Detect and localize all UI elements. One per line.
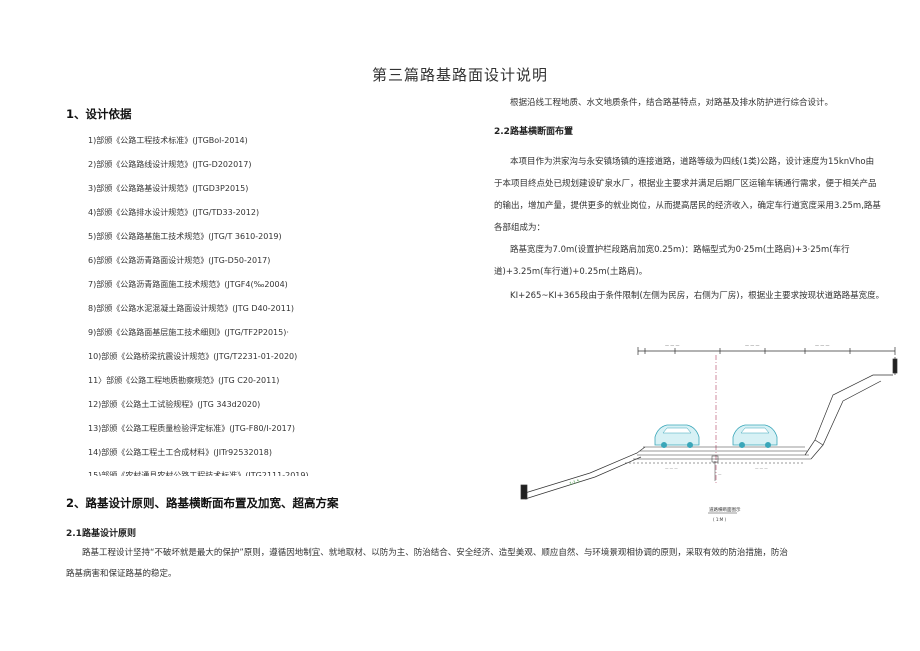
- reference-item-clipped: 15)部颁《农村通县农村公路工程技术标准》(JTG2111-2019): [88, 471, 309, 476]
- drainage-intro: 根据沿线工程地质、水文地质条件，结合路基特点，对路基及排水防护进行综合设计。: [510, 98, 834, 108]
- svg-text:—: —: [718, 472, 722, 476]
- reference-item: 6)部颁《公路沥青路面设计规范》(JTG-D50-2017): [88, 256, 271, 265]
- svg-text:— — —: — — —: [745, 343, 760, 348]
- section22-paragraph-line4: 各部组成为：: [494, 223, 546, 233]
- width-paragraph-line1: 路基宽度为7.0m(设置护栏段路肩加宽0.25m)：路幅型式为0·25m(土路肩…: [510, 245, 850, 255]
- svg-text:1:1.5: 1:1.5: [569, 478, 581, 486]
- reference-item: 10)部颁《公路桥梁抗震设计规范》(JTG/T2231-01-2020): [88, 352, 298, 361]
- road-cross-section-figure: — — — — — — — — — 1:1.5: [520, 343, 898, 522]
- reference-item: 13)部颁《公路工程质量检验评定标准》(JTG-F80/I-2017): [88, 424, 295, 433]
- document-title: 第三篇路基路面设计说明: [371, 66, 548, 84]
- section1-heading: 1、设计依据: [66, 107, 132, 121]
- section22-heading: 2.2路基横断面布置: [494, 127, 573, 137]
- svg-text:— — —: — — —: [665, 343, 680, 348]
- section22-paragraph-line3: 的输出，增加产量，提供更多的就业岗位，从而提高居民的经济收入，确定车行道宽度采用…: [494, 201, 881, 211]
- reference-item: 3)部颁《公路路基设计规范》(JTGD3P2015): [88, 184, 249, 193]
- vehicle-left-icon: [654, 424, 700, 448]
- svg-text:— — —: — — —: [815, 343, 830, 348]
- reference-item: 12)部颁《公路土工试验规程》(JTG 343d2020): [88, 400, 261, 409]
- vehicle-right-icon: [732, 424, 778, 448]
- ki-segment-paragraph: KI+265~KI+365段由于条件限制(左侧为民房，右侧为厂房)，根据业主要求…: [510, 291, 885, 301]
- section22-paragraph-line1: 本项目作为洪家沟与永安镇场镇的连接道路，道路等级为四线(1类)公路，设计速度为1…: [510, 157, 875, 167]
- reference-item: 4)部颁《公路排水设计规范》(JTG/TD33-2012): [88, 208, 260, 217]
- reference-item: 8)部颁《公路水泥混凝土路面设计规范》(JTG D40-2011): [88, 304, 295, 313]
- section2-heading: 2、路基设计原则、路基横断面布置及加宽、超高方案: [66, 496, 339, 510]
- svg-text:— — —: — — —: [755, 466, 768, 470]
- reference-item: 9)部颁《公路路面基层施工技术细则》(JTG/TF2P2015)·: [88, 328, 289, 337]
- reference-item: 11〉部颁《公路工程地质勘察规范》(JTG C20-2011): [88, 376, 280, 385]
- section21-heading: 2.1路基设计原则: [66, 529, 136, 539]
- reference-item: 14)部颁《公路工程土工合成材料》(JITr92532018): [88, 448, 272, 457]
- figure-caption-line1: 道路横断面图示: [709, 506, 741, 513]
- reference-item: 7)部颁《公路沥青路面施工技术规范》(JTGF4(‰2004): [88, 280, 288, 289]
- width-paragraph-line2: 道)+3.25m(车行道)+0.25m(土路肩)。: [494, 267, 648, 277]
- svg-text:— — —: — — —: [665, 466, 678, 470]
- reference-item: 1)部颁《公路工程技术标准》(JTGBol-2014): [88, 136, 248, 145]
- section21-paragraph-line1: 路基工程设计坚持“不破坏就是最大的保护”原则，遵循因地制宜、就地取材、以防为主、…: [82, 548, 788, 558]
- section22-paragraph-line2: 于本项目终点处已规划建设矿泉水厂，根据业主要求并满足后期厂区运输车辆通行需求，便…: [494, 179, 877, 189]
- figure-caption-line2: ( 1:M ): [713, 517, 726, 522]
- section21-paragraph-line2: 路基病害和保证路基的稳定。: [66, 569, 177, 579]
- reference-item: 5)部颁《公路路基施工技术规范》(JTG/T 3610-2019): [88, 232, 282, 241]
- reference-item: 2)部颁《公路路线设计规范》(JTG-D202017): [88, 160, 252, 169]
